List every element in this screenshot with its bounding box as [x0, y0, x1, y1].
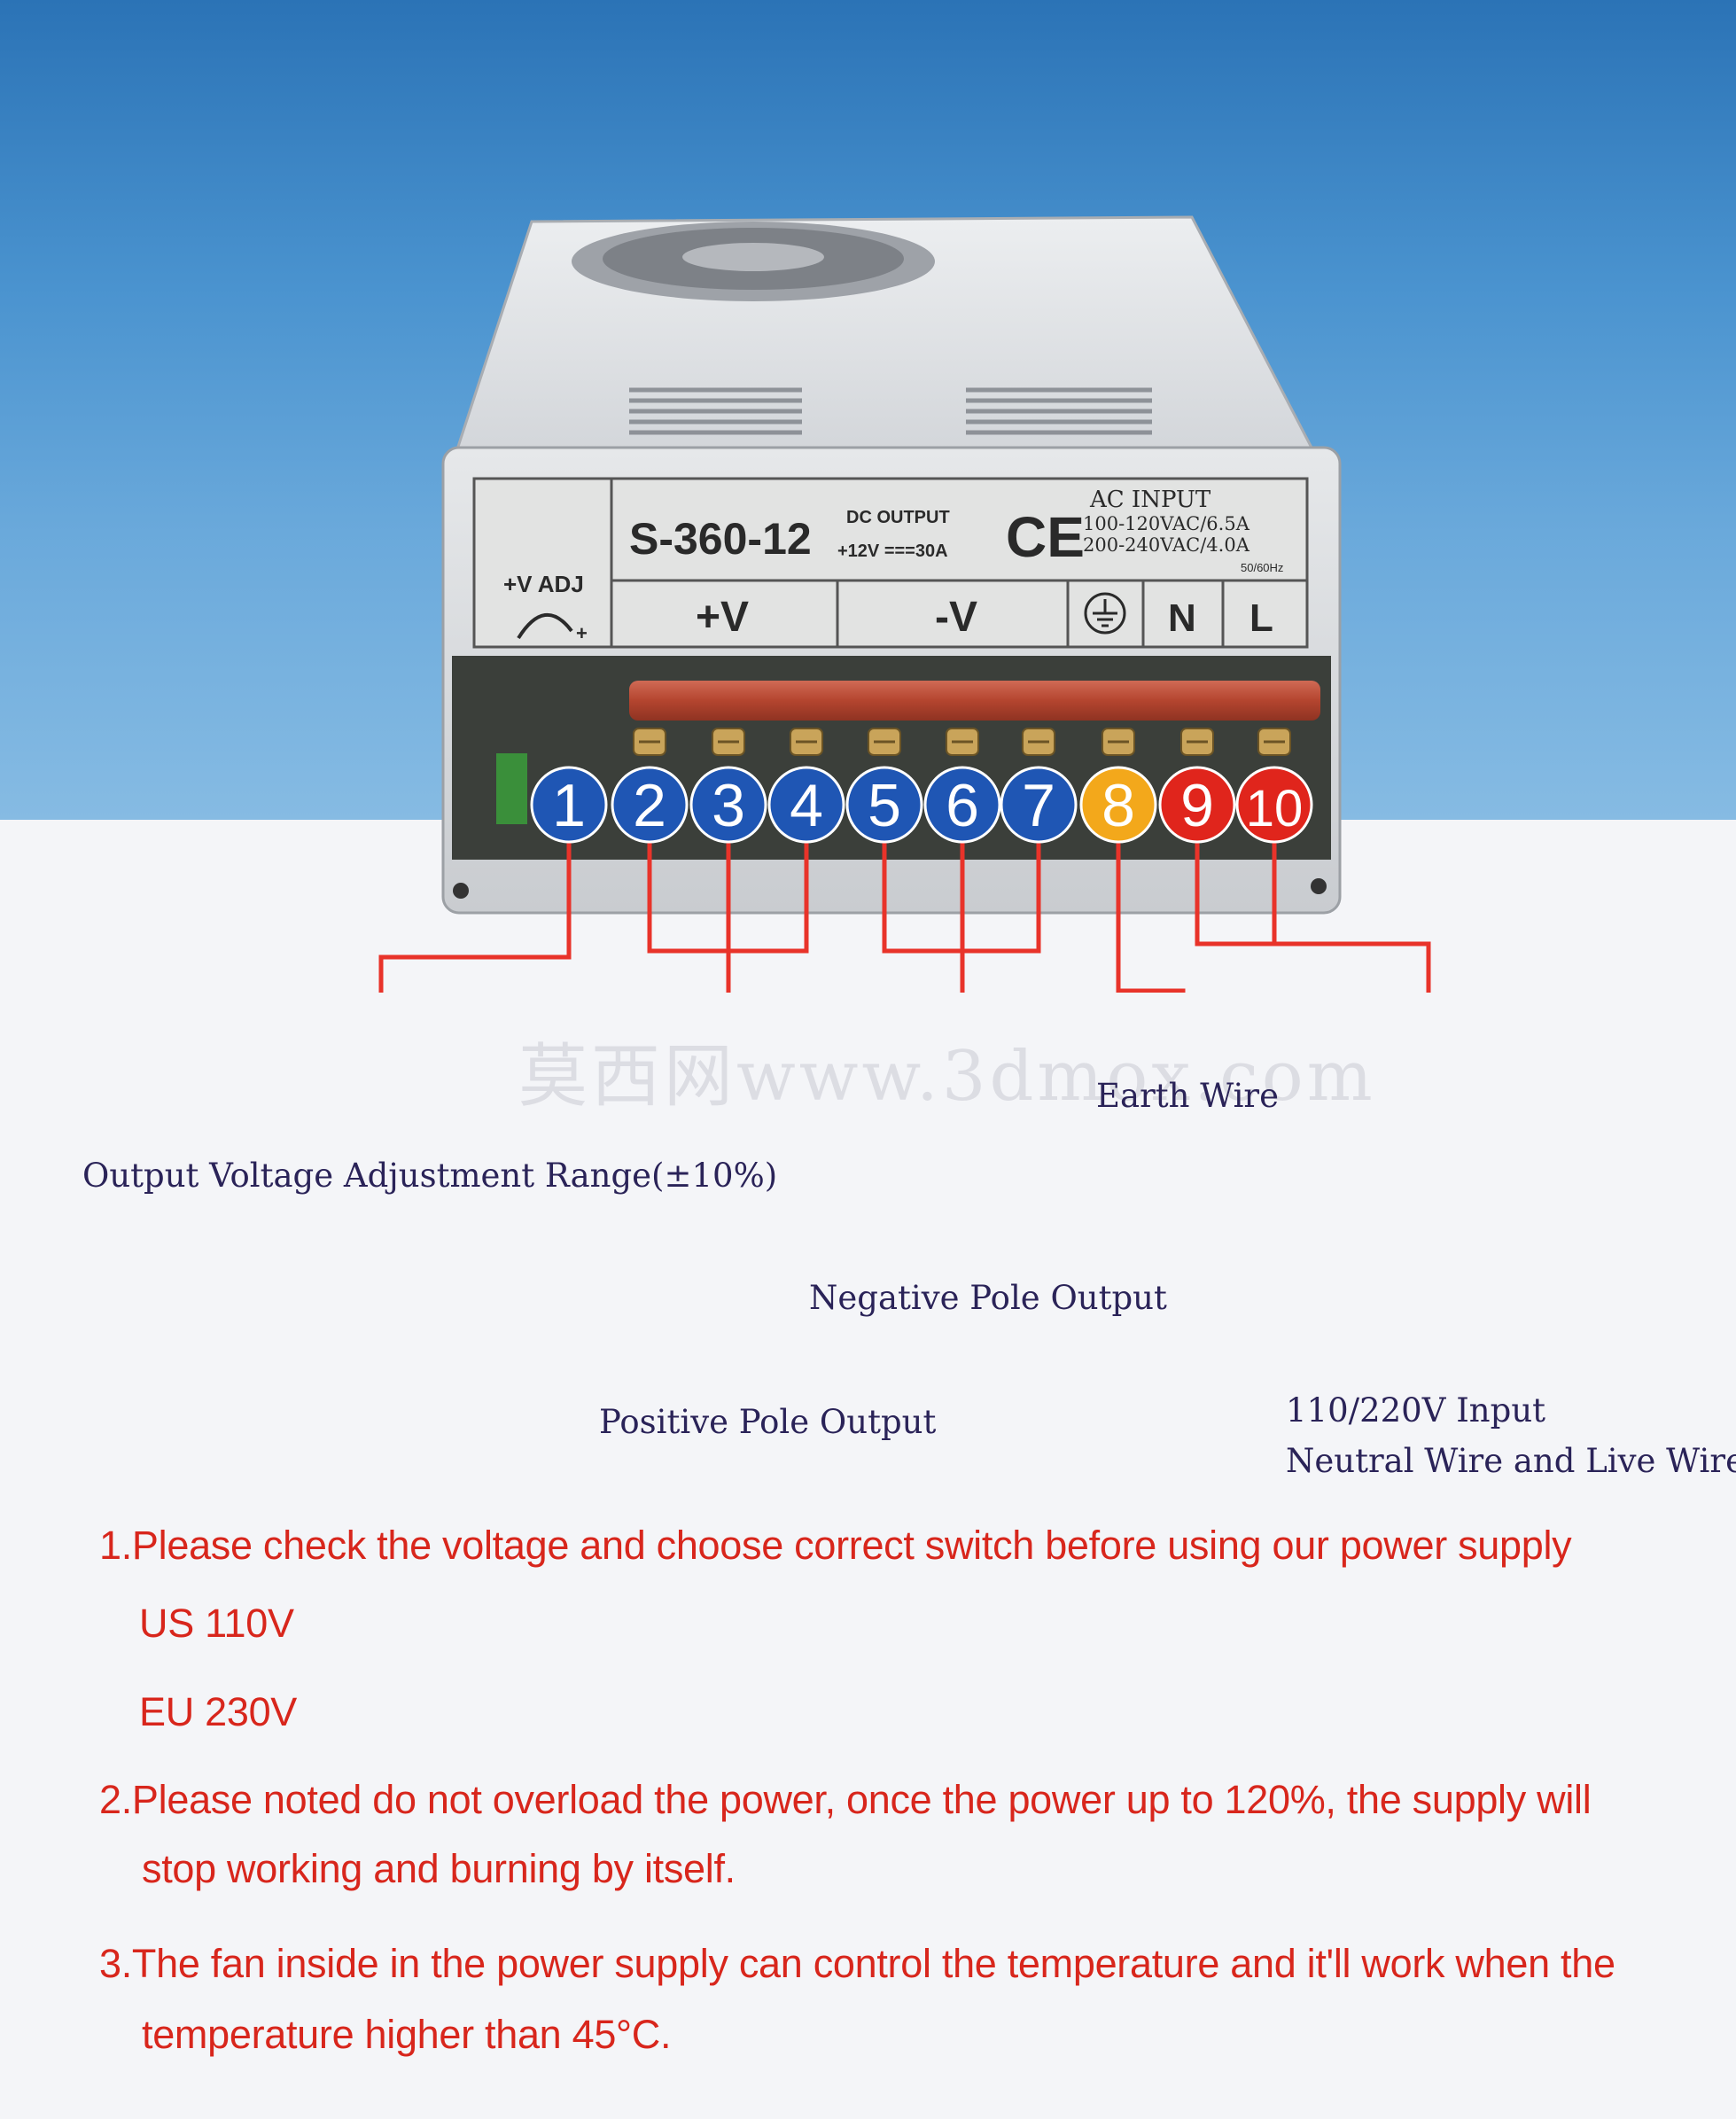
note-2-line2: stop working and burning by itself. — [142, 1846, 736, 1891]
terminal-number: 7 — [1022, 772, 1055, 839]
terminal-screw-icon — [790, 728, 823, 756]
callout-negative-pole: Negative Pole Output — [809, 1279, 1167, 1317]
note-3-line2: temperature higher than 45°C. — [142, 2012, 672, 2057]
terminal-screws — [633, 728, 1291, 756]
terminal-screw-icon — [868, 728, 901, 756]
line-input-bracket — [1195, 840, 1277, 947]
line-earth — [1116, 840, 1186, 993]
ac-input-line1: 100-120VAC/6.5A — [1083, 513, 1250, 534]
terminal-label-neg: -V — [935, 594, 977, 641]
terminal-number: 5 — [868, 772, 901, 839]
terminal-badge-6: 6 — [923, 766, 1001, 844]
terminal-number: 3 — [712, 772, 745, 839]
ground-icon — [1084, 592, 1126, 635]
note-1: 1.Please check the voltage and choose co… — [99, 1523, 1572, 1568]
terminal-screw-icon — [1180, 728, 1214, 756]
terminal-badge-1: 1 — [530, 766, 608, 844]
ac-input-title: AC INPUT — [1089, 487, 1211, 513]
callout-lines — [378, 840, 1431, 993]
terminal-number: 2 — [633, 772, 666, 839]
terminal-badge-9: 9 — [1158, 766, 1236, 844]
mount-hole-right-icon — [1311, 878, 1327, 894]
terminal-badge-2: 2 — [611, 766, 689, 844]
callout-earth-wire: Earth Wire — [1096, 1077, 1280, 1115]
terminal-badge-5: 5 — [845, 766, 923, 844]
dc-output-label: DC OUTPUT — [846, 508, 950, 527]
vent-right-icon — [966, 387, 1152, 435]
line-input — [1274, 941, 1431, 993]
terminal-number: 9 — [1180, 772, 1214, 839]
terminal-number: 10 — [1246, 780, 1304, 837]
note-3-line1: 3.The fan inside in the power supply can… — [99, 1941, 1615, 1986]
watermark: 莫西网www.3dmox.com — [518, 1037, 1376, 1117]
terminal-badge-4: 4 — [767, 766, 845, 844]
terminal-label-pos: +V — [696, 594, 749, 641]
terminal-badge-10: 10 — [1235, 766, 1313, 844]
terminal-screw-icon — [1257, 728, 1291, 756]
power-supply-diagram: S-360-12 DC OUTPUT +12V ===30A CE AC INP… — [378, 215, 1431, 993]
ce-mark: CE — [1006, 505, 1085, 569]
psu-front-face: S-360-12 DC OUTPUT +12V ===30A CE AC INP… — [441, 446, 1342, 915]
callout-positive-pole: Positive Pole Output — [599, 1403, 937, 1441]
terminal-badge-8: 8 — [1079, 766, 1157, 844]
terminal-screw-icon — [1022, 728, 1055, 756]
terminal-number: 6 — [946, 772, 979, 839]
ac-input-line2: 200-240VAC/4.0A — [1083, 534, 1250, 556]
mount-hole-left-icon — [453, 883, 469, 899]
terminal-screw-icon — [946, 728, 979, 756]
terminal-screw-icon — [712, 728, 745, 756]
terminal-badge-7: 7 — [1000, 766, 1078, 844]
terminal-number: 8 — [1102, 772, 1135, 839]
psu-top-face — [454, 215, 1314, 454]
callout-input-line1: 110/220V Input — [1286, 1391, 1546, 1430]
terminal-screw-icon — [633, 728, 666, 756]
terminal-screw-icon — [1102, 728, 1135, 756]
model-label: S-360-12 — [629, 514, 812, 564]
callout-input-line2: Neutral Wire and Live Wire — [1286, 1442, 1736, 1480]
terminal-label-n: N — [1168, 596, 1196, 640]
vent-left-icon — [629, 387, 802, 435]
dc-output-value: +12V ===30A — [837, 541, 948, 561]
terminal-label-l: L — [1249, 596, 1273, 640]
note-2-line1: 2.Please noted do not overload the power… — [99, 1777, 1592, 1822]
note-1-us: US 110V — [139, 1601, 294, 1646]
terminal-badge-3: 3 — [689, 766, 767, 844]
line-adjust — [378, 840, 572, 993]
adjust-potentiometer-icon — [496, 753, 527, 824]
terminal-number: 4 — [790, 772, 823, 839]
terminal-cover-bar — [629, 681, 1320, 721]
adjust-arrow-icon — [517, 613, 573, 640]
adj-plus: + — [576, 622, 588, 644]
terminal-number: 1 — [552, 772, 586, 839]
adj-label: +V ADJ — [503, 571, 584, 597]
ac-input-freq: 50/60Hz — [1241, 561, 1283, 574]
callout-adjust-range: Output Voltage Adjustment Range(±10%) — [82, 1157, 778, 1195]
note-1-eu: EU 230V — [139, 1689, 298, 1734]
